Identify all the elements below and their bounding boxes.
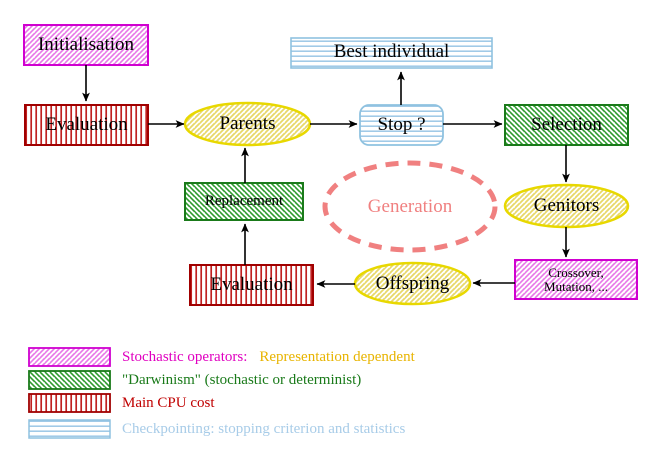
legend-row-checkpointing: Checkpointing: stopping criterion and st… xyxy=(122,420,405,438)
node-generation-shape xyxy=(322,160,498,253)
node-initialisation-shape xyxy=(23,24,149,66)
legend-swatch-checkpointing xyxy=(28,419,111,439)
node-genitors-shape xyxy=(503,183,630,229)
node-evaluation-bot-shape xyxy=(189,264,314,306)
legend-label-representation-dependent: Representation dependent xyxy=(259,348,415,365)
legend-swatch-main-cpu-cost xyxy=(28,393,111,413)
legend-row-darwinism: "Darwinism" (stochastic or determinist) xyxy=(122,371,361,389)
legend-label-stochastic-operators: Stochastic operators: xyxy=(122,348,248,365)
node-replacement-shape xyxy=(184,182,304,221)
legend-swatch-darwinism xyxy=(28,370,111,390)
legend-label-main-cpu-cost: Main CPU cost xyxy=(122,394,215,411)
node-crossover-shape xyxy=(514,259,638,300)
node-stop-shape xyxy=(359,104,444,146)
node-best-individual-shape xyxy=(290,37,493,69)
node-evaluation-top-shape xyxy=(24,104,149,146)
legend-swatch-stochastic-operators xyxy=(28,347,111,367)
node-parents-shape xyxy=(183,101,312,147)
legend-row-stochastic-operators: Stochastic operators: Representation dep… xyxy=(122,348,415,366)
legend-row-main-cpu-cost: Main CPU cost xyxy=(122,394,215,412)
legend-label-darwinism: "Darwinism" (stochastic or determinist) xyxy=(122,371,362,388)
node-selection-shape xyxy=(504,104,629,146)
node-offspring-shape xyxy=(353,261,472,306)
legend-label-checkpointing: Checkpointing: stopping criterion and st… xyxy=(122,420,406,437)
